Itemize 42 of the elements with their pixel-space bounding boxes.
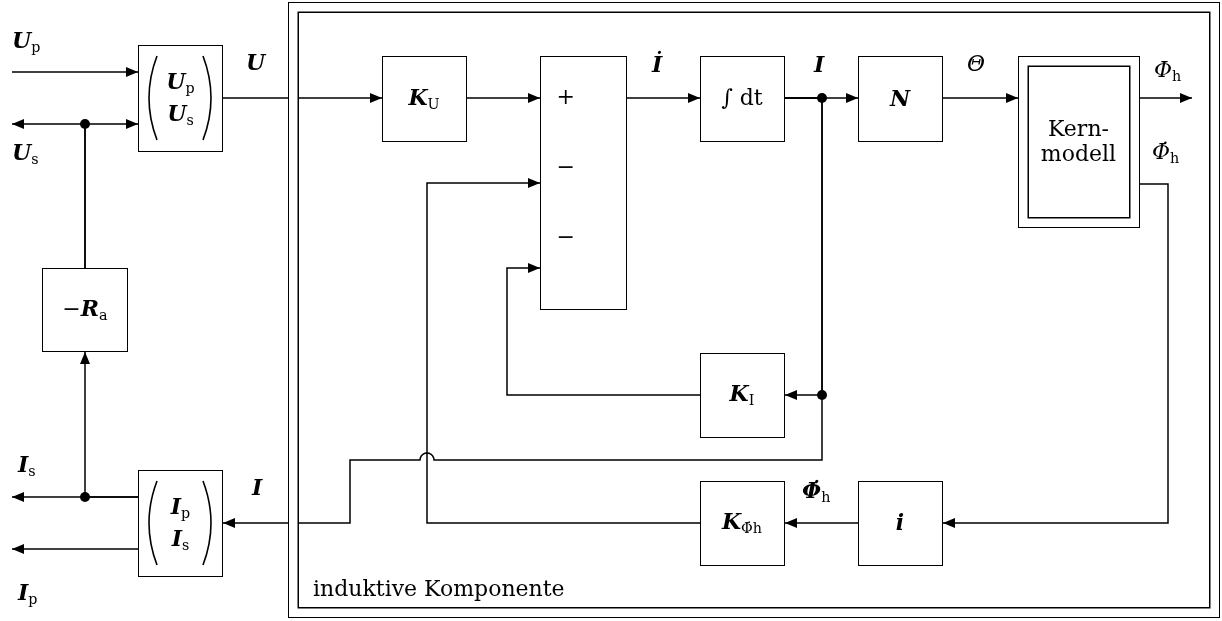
gain-block [381,55,467,142]
arrow [506,263,701,396]
block-symbol: ∫ dt [721,86,763,111]
gain-block [857,55,943,142]
summing-block [539,55,627,310]
gain-block [699,352,785,438]
sign-symbol: + [556,85,575,110]
arrow [426,178,701,524]
arrow [222,97,823,528]
frame-caption: induktive Komponente [313,576,565,601]
block-symbol: K$_{U}$ [408,84,440,113]
block-symbol: −R$_{a}$ [62,296,108,324]
integrator-block [699,55,785,142]
sign-symbol: − [556,155,575,180]
gain-block [42,268,128,352]
block-symbol: N [889,85,911,112]
arrow [942,93,1019,103]
signal-symbol: U$_{s}$ [167,100,194,128]
arrow [466,93,541,103]
arrow [222,93,383,103]
subsystem-frame [288,2,1220,618]
arrow [80,351,139,498]
arrow [626,93,701,103]
signal-symbol: I$_{s}$ [171,525,190,553]
signal-symbol: U$_{p}$ [166,69,195,97]
block-label: Kern- modell [1039,117,1118,166]
mux-block [138,45,223,152]
gain-block [699,480,785,566]
signal-symbol: I$_{p}$ [170,494,191,522]
arrow [1139,93,1193,103]
block-symbol: K$_{I}$ [729,381,755,409]
arrow [942,183,1169,528]
block-symbol: K$_{Φ̇h}$ [721,509,763,537]
demux-block [138,470,223,577]
gain-block [857,480,943,566]
sign-symbol: − [556,225,575,250]
arrow [784,518,859,528]
block-symbol: i [895,510,905,536]
model-block [1017,55,1140,228]
arrow [11,544,139,554]
arrow [11,119,86,269]
arrow [11,67,139,77]
